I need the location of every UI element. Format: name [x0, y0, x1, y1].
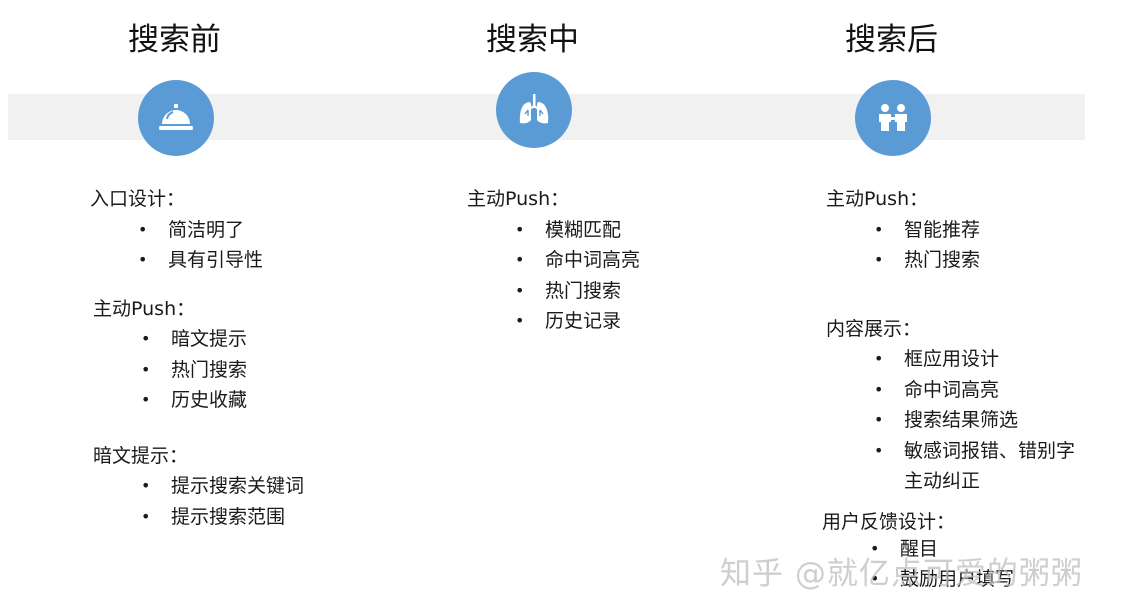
list-item-text: 提示搜索范围: [171, 505, 286, 528]
list-item: • 敏感词报错、错别字: [826, 436, 1075, 467]
list-item-text: 框应用设计: [904, 348, 1000, 370]
list-item-text: 敏感词报错、错别字: [904, 439, 1076, 462]
list-item-text: 暗文提示: [171, 328, 248, 350]
section-heading: 暗文提示：: [93, 444, 189, 467]
section-heading: 入口设计：: [90, 188, 186, 210]
list-item-text: 历史收藏: [171, 389, 248, 411]
column-before: 入口设计： • 简洁明了 • 具有引导性 主动Push： • 暗文提示 • 热门搜索 •…: [90, 184, 304, 532]
lungs-icon: [496, 72, 572, 148]
handshake-people-icon: [855, 80, 931, 156]
list-item-text: 热门搜索: [545, 279, 622, 302]
list-item-continuation: 主动纠正: [826, 466, 1075, 497]
section-heading: 主动Push：: [467, 188, 570, 210]
section-heading: 用户反馈设计：: [822, 510, 956, 533]
stage-title-during: 搜索中: [486, 22, 579, 58]
list-item-text: 简洁明了: [168, 218, 245, 241]
section-heading: 主动Push：: [826, 188, 929, 210]
bullet-icon: •: [141, 390, 151, 409]
list-item-text: 鼓励用户填写: [900, 568, 1015, 590]
list-item: • 鼓励用户填写: [826, 564, 1075, 594]
list-item: • 提示搜索范围: [90, 502, 304, 533]
bullet-icon: •: [870, 569, 880, 588]
section-heading: 内容展示：: [826, 317, 922, 340]
bullet-icon: •: [138, 250, 148, 269]
list-item-text: 提示搜索关键词: [171, 475, 305, 497]
bullet-icon: •: [141, 476, 151, 495]
list-item: • 模糊匹配: [467, 215, 640, 246]
column-after: 主动Push： • 智能推荐 • 热门搜索 内容展示： • 框应用设计 • 命中词高亮 …: [822, 184, 1075, 594]
list-item: • 命中词高亮: [467, 245, 640, 276]
list-item-text: 模糊匹配: [545, 218, 622, 241]
list-item-text: 主动纠正: [904, 470, 981, 492]
bullet-list: • 模糊匹配 • 命中词高亮 • 热门搜索 • 历史记录: [467, 215, 640, 337]
list-item-text: 具有引导性: [168, 249, 264, 271]
bullet-icon: •: [874, 250, 884, 269]
list-item-text: 热门搜索: [904, 249, 981, 271]
bullet-icon: •: [874, 349, 884, 368]
list-item: • 历史收藏: [90, 385, 304, 416]
bullet-icon: •: [874, 219, 884, 239]
bullet-icon: •: [870, 539, 880, 558]
list-item: • 热门搜索: [826, 245, 1075, 276]
list-item: • 热门搜索: [90, 355, 304, 386]
list-item-text: 智能推荐: [904, 218, 981, 241]
bullet-icon: •: [874, 440, 884, 460]
list-item: • 暗文提示: [90, 324, 304, 355]
list-item: • 具有引导性: [90, 245, 304, 276]
list-item: • 搜索结果筛选: [826, 405, 1075, 436]
column-during: 主动Push： • 模糊匹配 • 命中词高亮 • 热门搜索 • 历史记录: [467, 184, 640, 337]
list-item-text: 醒目: [900, 538, 939, 560]
bullet-icon: •: [515, 280, 525, 300]
list-item-text: 命中词高亮: [545, 249, 641, 271]
bullet-list: • 提示搜索关键词 • 提示搜索范围: [90, 471, 304, 532]
bullet-icon: •: [515, 219, 525, 239]
bullet-list: • 智能推荐 • 热门搜索: [826, 215, 1075, 276]
list-item: • 简洁明了: [90, 215, 304, 246]
bullet-icon: •: [874, 410, 884, 429]
stage-title-before: 搜索前: [128, 22, 221, 58]
bullet-icon: •: [874, 379, 884, 399]
list-item-text: 历史记录: [545, 310, 622, 332]
list-item: • 提示搜索关键词: [90, 471, 304, 502]
list-item: • 命中词高亮: [826, 375, 1075, 406]
bullet-list: • 醒目 • 鼓励用户填写: [826, 534, 1075, 594]
section-heading: 主动Push：: [93, 297, 196, 320]
watermark-logo: 知乎: [720, 556, 784, 592]
stage-title-after: 搜索后: [845, 22, 938, 58]
bullet-list: • 简洁明了 • 具有引导性: [90, 215, 304, 276]
list-item: • 醒目: [826, 534, 1075, 564]
bullet-icon: •: [141, 329, 151, 348]
list-item: • 热门搜索: [467, 276, 640, 307]
food-cloche-icon: [138, 80, 214, 156]
list-item-text: 搜索结果筛选: [904, 409, 1019, 431]
bullet-icon: •: [141, 359, 151, 379]
list-item-text: 命中词高亮: [904, 378, 1000, 401]
bullet-icon: •: [515, 311, 525, 330]
bullet-list: • 暗文提示 • 热门搜索 • 历史收藏: [90, 324, 304, 416]
bullet-list: • 框应用设计 • 命中词高亮 • 搜索结果筛选 • 敏感词报错、错别字 主动纠正: [826, 344, 1075, 497]
bullet-icon: •: [515, 250, 525, 269]
list-item: • 框应用设计: [826, 344, 1075, 375]
watermark-text: @就亿点可爱的粥粥: [794, 556, 1083, 592]
watermark: 知乎 @就亿点可爱的粥粥: [720, 548, 1083, 593]
list-item-text: 热门搜索: [171, 358, 248, 381]
bullet-icon: •: [141, 506, 151, 526]
list-item: • 历史记录: [467, 306, 640, 337]
bullet-icon: •: [138, 219, 148, 239]
list-item: • 智能推荐: [826, 215, 1075, 246]
